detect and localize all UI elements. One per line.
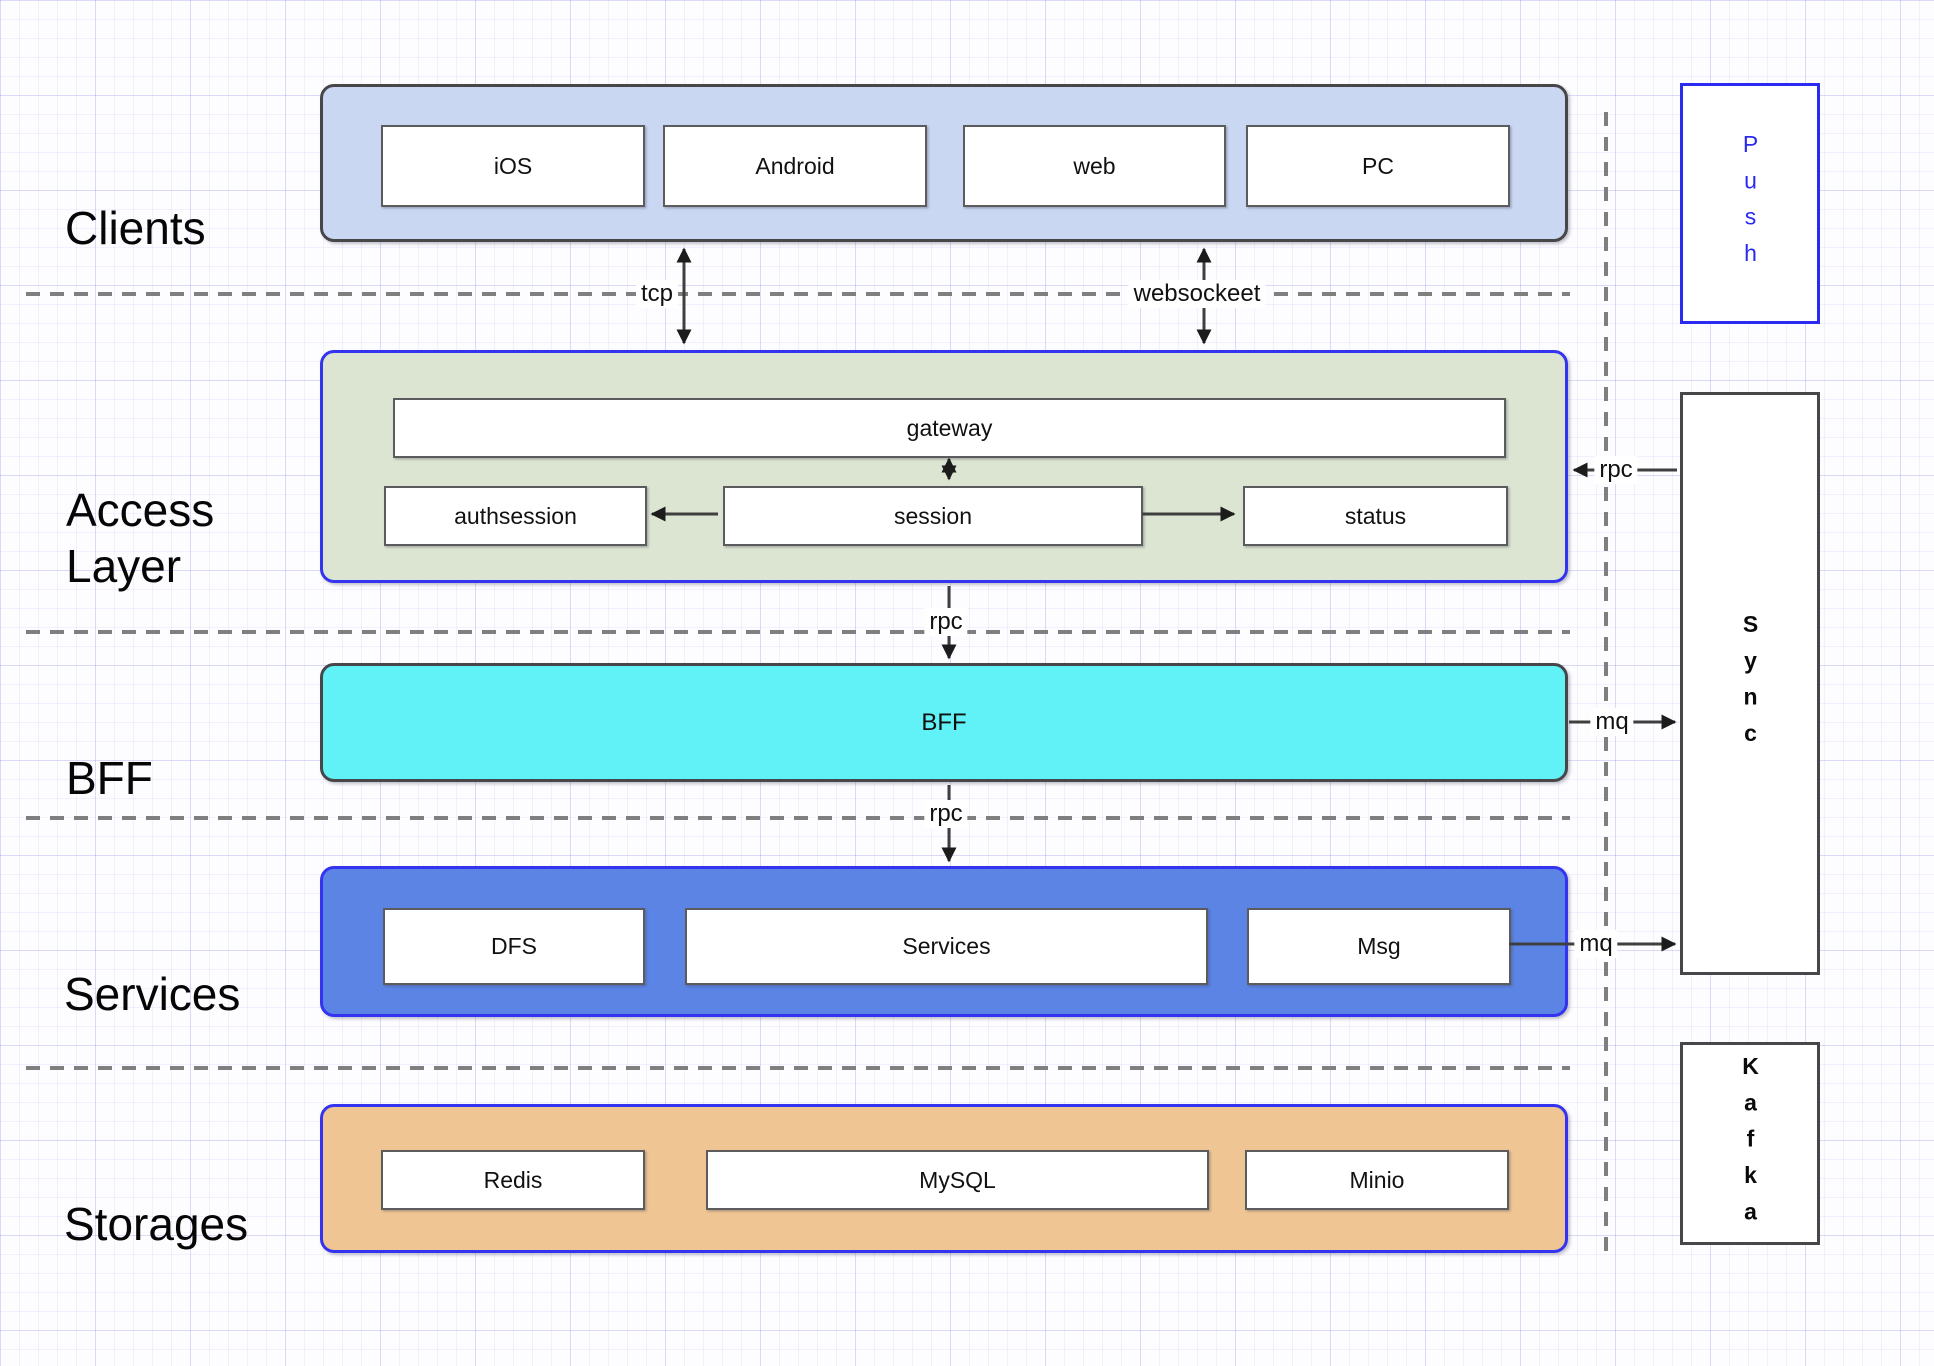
clients-layer-box: iOS Android web PC: [320, 84, 1568, 242]
node-mysql: MySQL: [706, 1150, 1209, 1210]
edge-label-tcp: tcp: [635, 280, 679, 308]
sync-box: Sync: [1680, 392, 1820, 975]
sync-label: Sync: [1737, 610, 1764, 757]
storages-layer-box: Redis MySQL Minio: [320, 1104, 1568, 1253]
node-services-inner: Services: [685, 908, 1208, 985]
node-dfs: DFS: [383, 908, 645, 985]
kafka-box: Kafka: [1680, 1042, 1820, 1245]
edge-label-rpc-bff-services: rpc: [924, 800, 968, 828]
edge-label-mq-msg-sync: mq: [1574, 930, 1618, 958]
node-pc: PC: [1246, 125, 1510, 207]
services-layer-box: DFS Services Msg: [320, 866, 1568, 1017]
node-ios: iOS: [381, 125, 645, 207]
bff-box: BFF: [320, 663, 1568, 782]
node-authsession: authsession: [384, 486, 647, 546]
edge-label-mq-bff-sync: mq: [1590, 708, 1634, 736]
node-web: web: [963, 125, 1226, 207]
label-services-layer: Services: [64, 968, 241, 1020]
push-label: Push: [1737, 130, 1764, 277]
node-redis: Redis: [381, 1150, 645, 1210]
label-clients-layer: Clients: [65, 202, 206, 254]
push-box: Push: [1680, 83, 1820, 324]
node-msg: Msg: [1247, 908, 1511, 985]
label-access-layer: Access Layer: [66, 484, 215, 593]
edge-label-websocket: websockeet: [1128, 280, 1266, 308]
access-layer-box: gateway authsession session status: [320, 350, 1568, 583]
kafka-label: Kafka: [1737, 1052, 1764, 1235]
node-status: status: [1243, 486, 1508, 546]
label-bff-layer: BFF: [66, 752, 153, 804]
node-session: session: [723, 486, 1143, 546]
node-minio: Minio: [1245, 1150, 1509, 1210]
edge-label-rpc-sync-access: rpc: [1594, 456, 1638, 484]
edge-label-rpc-access-bff: rpc: [924, 608, 968, 636]
label-storages-layer: Storages: [64, 1198, 249, 1250]
node-android: Android: [663, 125, 927, 207]
node-gateway: gateway: [393, 398, 1506, 458]
